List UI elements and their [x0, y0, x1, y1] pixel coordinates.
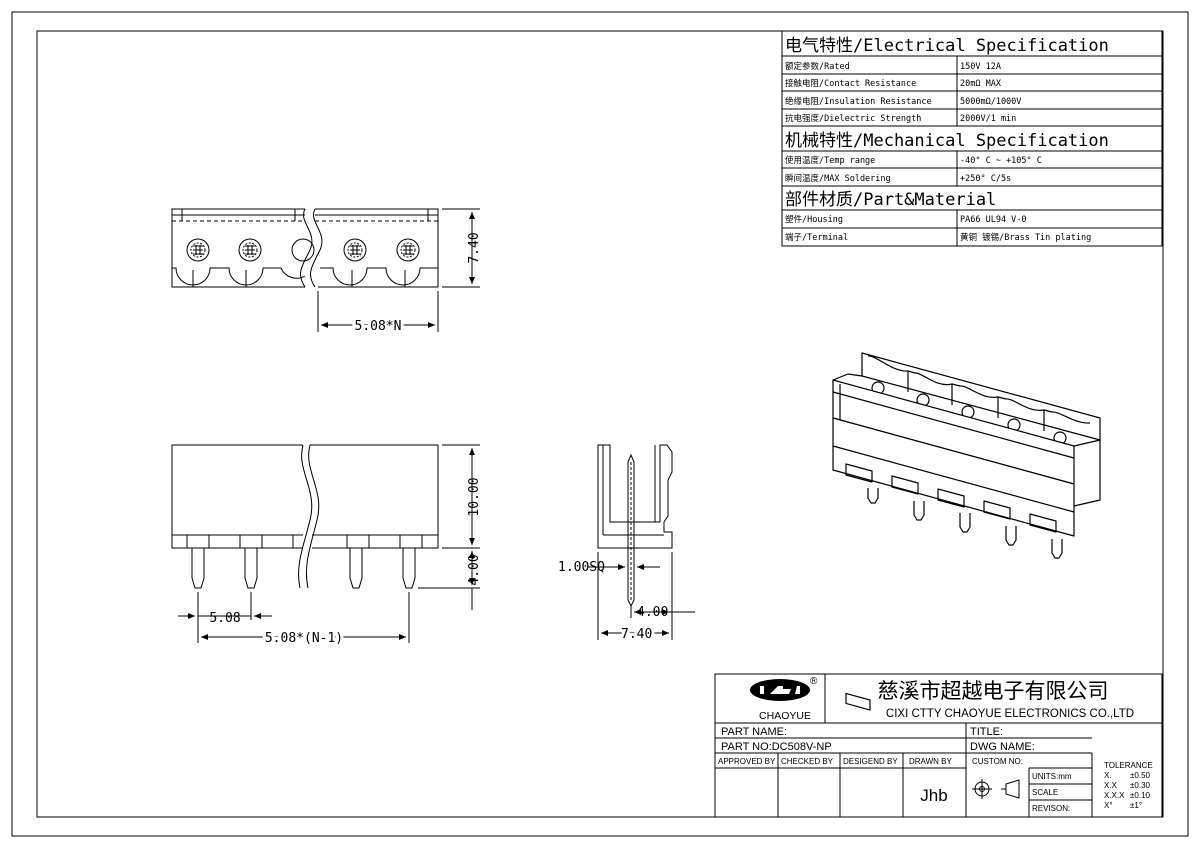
dim-front-span: 5.08*(N-1) — [265, 631, 343, 646]
spec-label: 额定参数/Rated — [785, 61, 850, 72]
tolerance-key: X° — [1104, 801, 1113, 810]
logo-text: CHAOYUE — [759, 710, 811, 722]
title-block — [714, 673, 1163, 818]
scale-label: SCALE — [1032, 788, 1058, 797]
dim-front-pitch: 5.08 — [209, 611, 240, 626]
dim-side-depth: 7.40 — [621, 627, 652, 642]
dim-top-height: 7.40 — [467, 232, 482, 263]
spec-value: 黄铜 镀锡/Brass Tin plating — [960, 232, 1091, 243]
checked-by-label: CHECKED BY — [781, 757, 834, 766]
tolerance-key: X.X — [1104, 781, 1118, 790]
spec-label: 使用温度/Temp range — [785, 155, 875, 166]
spec-label: 绝缘电阻/Insulation Resistance — [785, 96, 932, 107]
outer-border — [11, 11, 1189, 837]
dim-side-pin-offset: 4.00 — [637, 605, 668, 620]
mechanical-heading: 机械特性/Mechanical Specification — [785, 131, 1109, 151]
dim-front-pin: 4.00 — [467, 554, 482, 585]
spec-label: 抗电强度/Dielectric Strength — [785, 113, 921, 124]
projection-symbol — [972, 779, 1020, 799]
spec-value: 5000mΩ/1000V — [960, 97, 1021, 107]
company-name-cn: 慈溪市超越电子有限公司 — [878, 680, 1109, 703]
spec-label: 接触电阻/Contact Resistance — [785, 78, 916, 89]
tolerance-value: ±0.30 — [1130, 781, 1151, 790]
dim-top-pitch: 5.08*N — [355, 319, 402, 334]
tolerance-value: ±0.50 — [1130, 771, 1151, 780]
drawn-by-label: DRAWN BY — [909, 757, 952, 766]
tolerance-value: ±0.10 — [1130, 791, 1151, 800]
wire-entry — [845, 692, 871, 711]
approved-by-label: APPROVED BY — [718, 757, 776, 766]
spec-value: -40° C ~ +105° C — [960, 156, 1042, 166]
drawn-by-value: Jhb — [920, 786, 947, 805]
material-heading: 部件材质/Part&Material — [785, 190, 996, 210]
tolerance-key: X. — [1104, 771, 1112, 780]
spec-value: PA66 UL94 V-0 — [960, 215, 1027, 225]
side-view — [588, 444, 695, 640]
top-view — [171, 208, 480, 332]
dwg-name-label: DWG NAME: — [970, 741, 1035, 753]
company-name-en: CIXI CTTY CHAOYUE ELECTRONICS CO.,LTD — [886, 708, 1134, 720]
spec-label: 端子/Terminal — [785, 232, 848, 243]
spec-value: 150V 12A — [960, 62, 1001, 72]
designed-by-label: DESIGEND BY — [843, 757, 898, 766]
tolerance-key: X.X.X — [1104, 791, 1125, 800]
registered-mark: ® — [810, 676, 818, 687]
units-label: UNITS:mm — [1032, 772, 1072, 781]
electrical-heading: 电气特性/Electrical Specification — [785, 36, 1109, 56]
dim-front-body: 10.00 — [467, 477, 482, 516]
spec-value: 20mΩ MAX — [960, 79, 1002, 89]
tolerance-title: TOLERANCE — [1104, 761, 1153, 770]
inner-border — [36, 30, 1164, 818]
dim-side-sq: 1.00SQ — [558, 560, 605, 575]
company-logo — [750, 679, 810, 701]
revision-label: REVISON: — [1032, 804, 1070, 813]
spec-value: +250° C/5s — [960, 174, 1011, 184]
spec-label: 瞬间温度/MAX Soldering — [785, 173, 891, 184]
isometric-view — [832, 352, 1101, 711]
part-no-label: PART NO:DC508V-NP — [721, 741, 832, 753]
spec-table — [781, 30, 1163, 247]
title-label: TITLE: — [970, 726, 1003, 738]
screw-holes — [186, 238, 420, 262]
part-name-label: PART NAME: — [721, 726, 787, 738]
custom-no-label: CUSTOM NO: — [972, 757, 1023, 766]
spec-label: 塑件/Housing — [785, 214, 843, 225]
front-view — [171, 444, 480, 643]
spec-value: 2000V/1 min — [960, 114, 1016, 124]
tolerance-value: ±1° — [1130, 801, 1142, 810]
